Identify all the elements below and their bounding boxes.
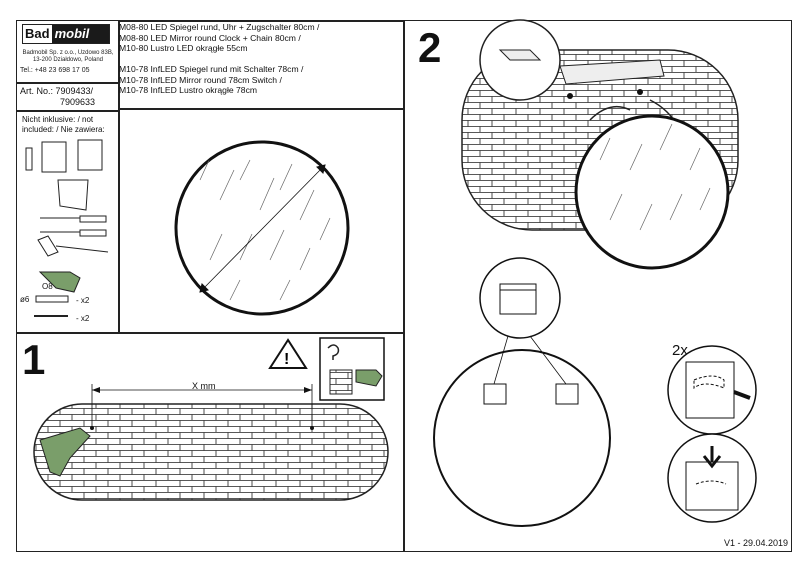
article-number-1: Art. No.: 7909433/ <box>20 86 94 96</box>
wall-step1 <box>33 384 389 501</box>
screwdriver-icon <box>40 215 107 223</box>
plug-symbol: ø6 <box>20 295 30 304</box>
company-phone: Tel.: +48 23 698 17 05 <box>20 67 90 74</box>
divider-artno <box>16 110 118 112</box>
drill-icon <box>38 271 81 293</box>
mirror-back <box>433 257 611 527</box>
multiplier-label: 2x <box>672 342 688 359</box>
brand-block: Bad mobil Badmobil Sp. z o.o., Uzdowo 83… <box>18 22 116 82</box>
tool-icons <box>25 139 109 317</box>
company-address-1: Badmobil Sp. z o.o., Uzdowo 83B, <box>22 50 114 56</box>
worker-icon <box>77 139 103 171</box>
plug-quantity: - x2 <box>76 296 90 305</box>
svg-text:!: ! <box>284 351 289 368</box>
divider-center <box>403 20 405 552</box>
brand-logo: Bad mobil <box>22 24 110 44</box>
title-line: M10-78 InfLED Lustro okrągłe 78cm <box>119 85 258 95</box>
not-included-line1: Nicht inklusive: / not <box>22 115 94 124</box>
step-number-1: 1 <box>22 336 46 383</box>
warning-icon: ! <box>268 338 308 369</box>
divider-logo <box>16 82 118 84</box>
version-label: V1 - 29.04.2019 <box>723 538 788 548</box>
mirror-top <box>174 140 350 316</box>
divider-header-title <box>118 20 404 22</box>
title-line: M10-78 InfLED Spiegel rund mit Schalter … <box>119 64 304 74</box>
worker-icon <box>41 141 67 173</box>
measure-label: X mm <box>192 381 216 391</box>
divider-header-bottom <box>118 108 404 110</box>
title-line: M08-80 LED Mirror round Clock + Chain 80… <box>119 32 301 43</box>
hammer-icon <box>37 235 109 257</box>
company-address-2: 13-200 Działdowo, Poland <box>32 57 104 63</box>
brand-part1: Bad <box>25 26 50 41</box>
not-included-line2: included: / Nie zawiera: <box>22 125 105 134</box>
article-number-2: 7909633 <box>60 97 96 107</box>
step-number-2: 2 <box>418 24 442 71</box>
divider-middle <box>16 332 404 334</box>
product-titles: M08-80 LED Spiegel rund, Uhr + Zugschalt… <box>119 22 402 96</box>
screw-quantity: - x2 <box>76 314 90 323</box>
wall-step2 <box>461 19 739 270</box>
divider-left <box>118 20 120 332</box>
level-icon <box>57 179 89 211</box>
title-line: M10-78 InfLED Mirror round 78cm Switch / <box>119 74 282 85</box>
hanger-details <box>667 345 757 523</box>
screwdriver-icon <box>40 229 107 237</box>
mirror-hanging <box>574 114 730 270</box>
question-icon <box>327 344 383 395</box>
pencil-icon <box>25 147 33 171</box>
drill-bit-size: O8 <box>42 282 53 291</box>
title-line: M08-80 LED Spiegel rund, Uhr + Zugschalt… <box>119 22 320 32</box>
title-line: M10-80 Lustro LED okrągłe 55cm <box>119 43 248 53</box>
wall-plug-icon <box>35 295 69 303</box>
not-included-label: Nicht inklusive: / not included: / Nie z… <box>22 115 118 135</box>
brand-part2: mobil <box>51 25 109 43</box>
drill-icon <box>39 427 91 477</box>
